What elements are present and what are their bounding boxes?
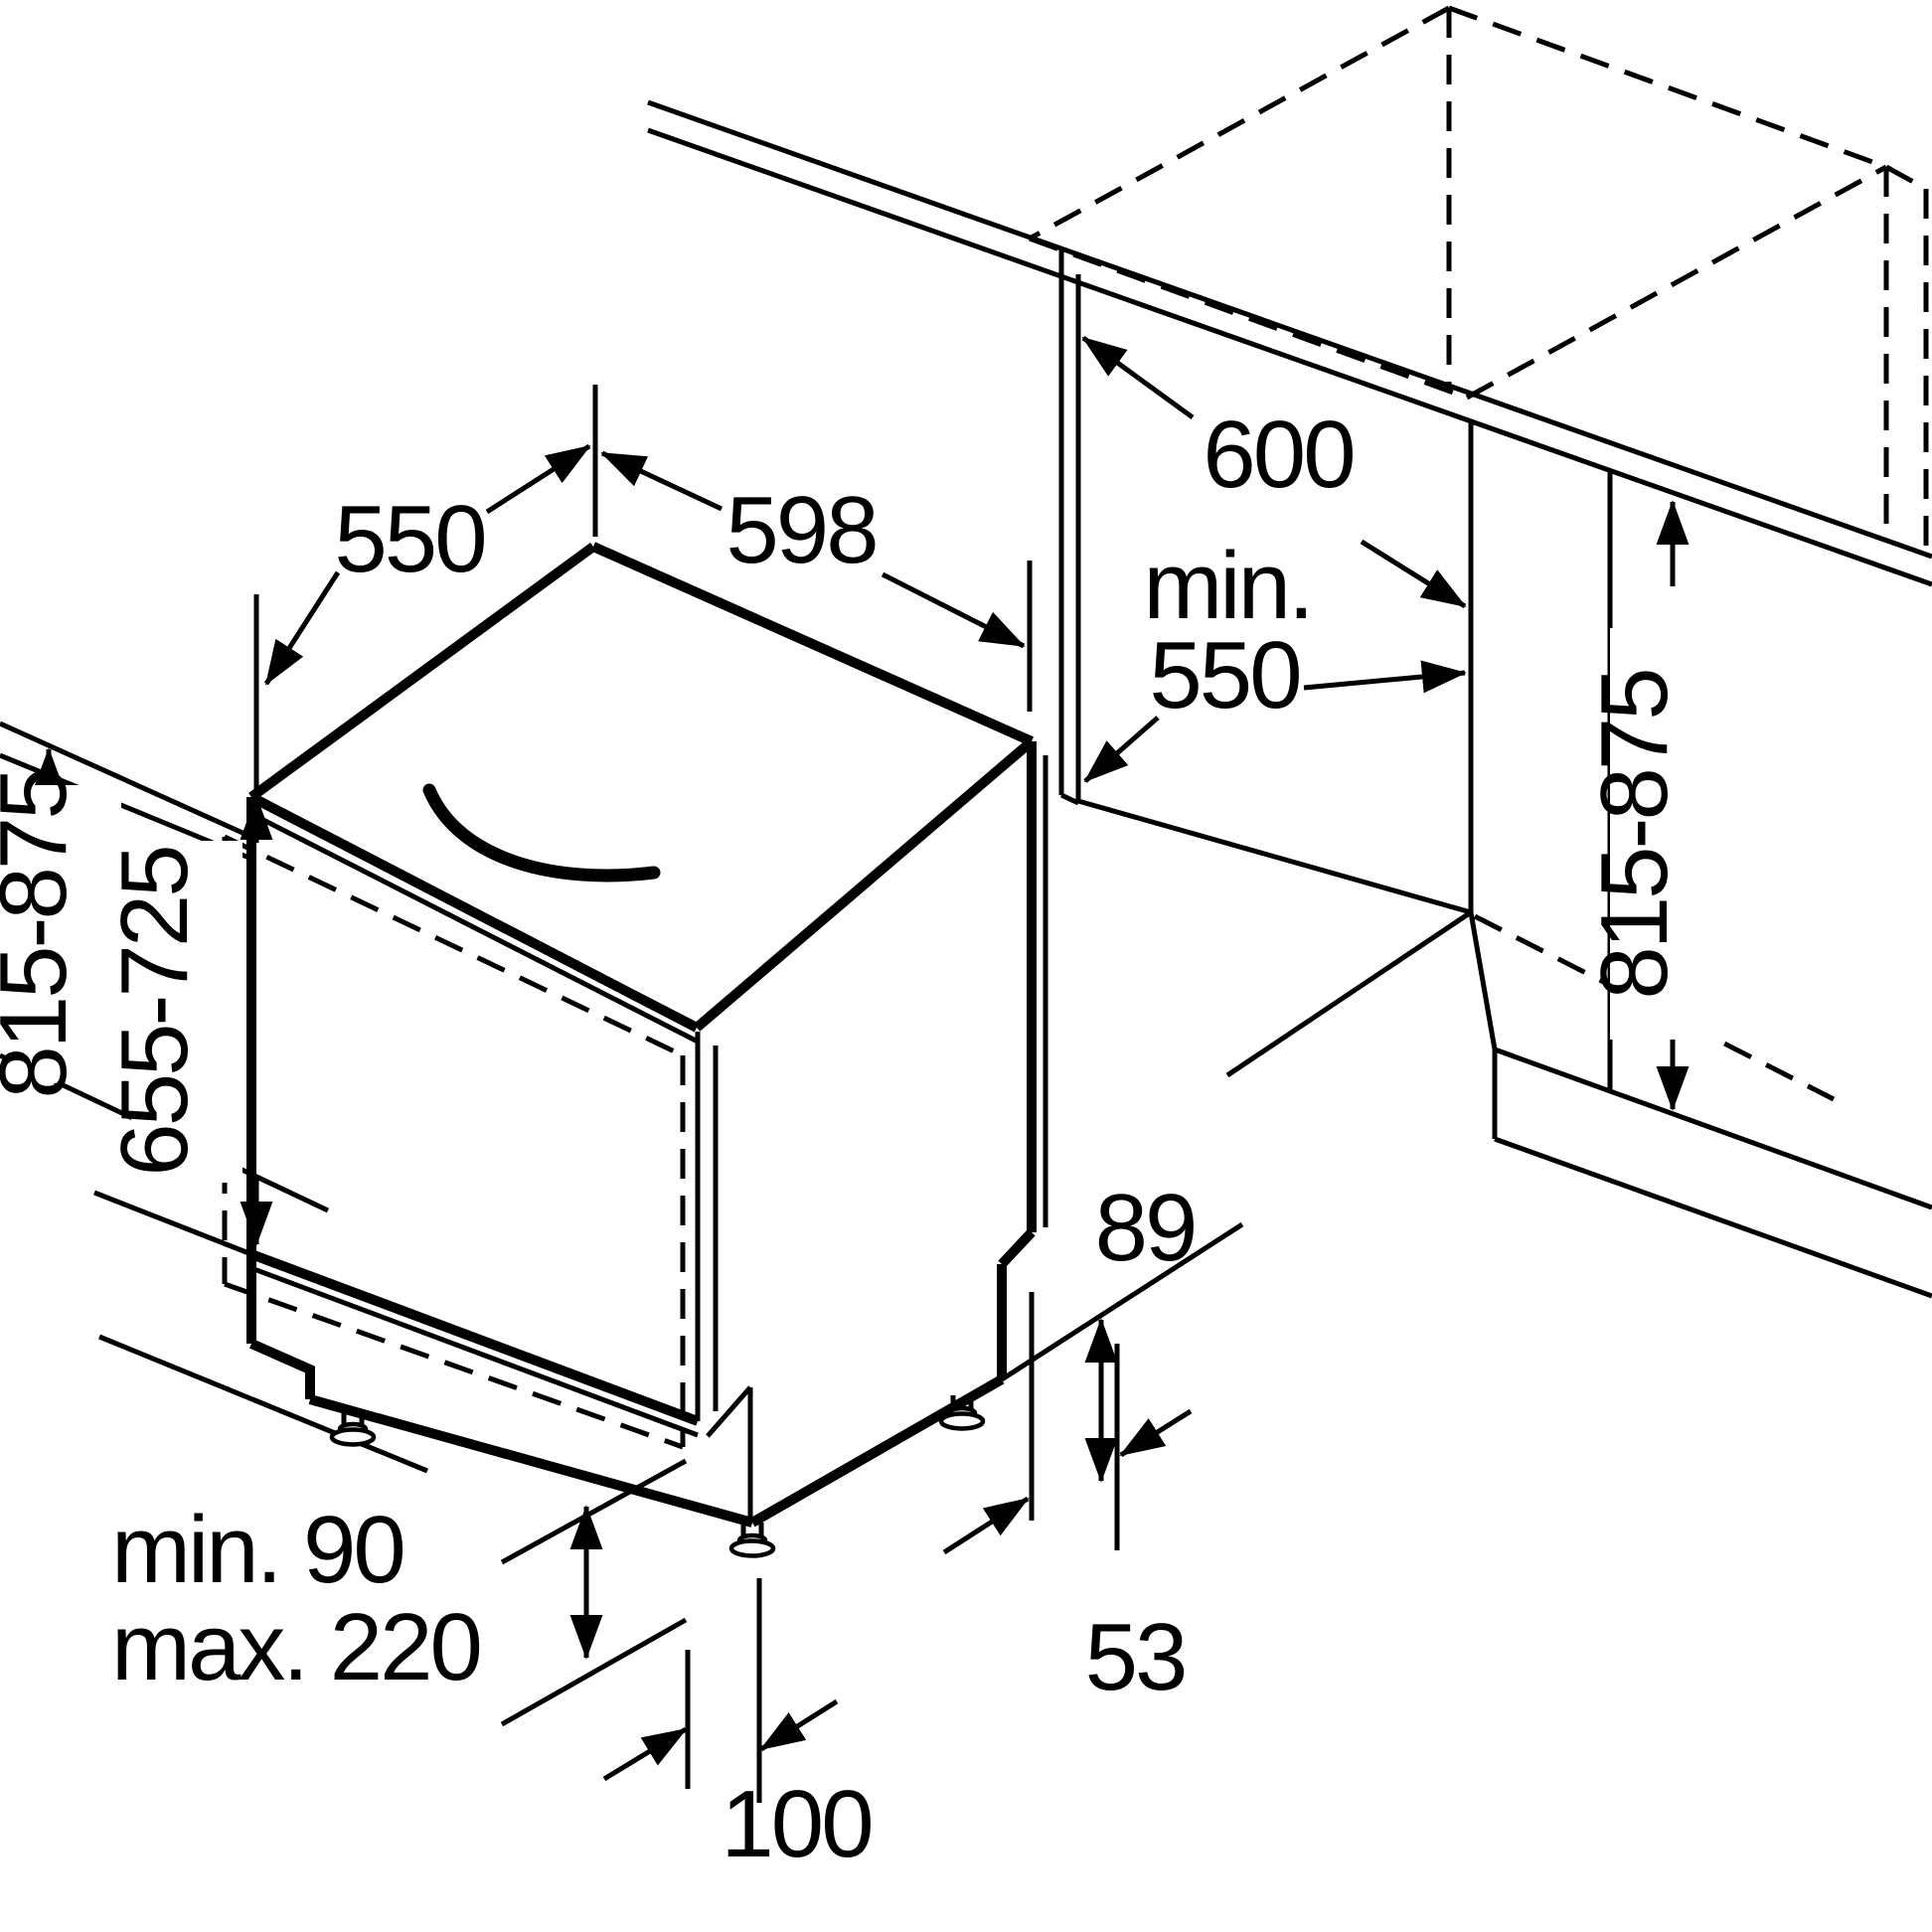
label-mask: [10, 785, 121, 1083]
countertop-front-edge: [647, 99, 1932, 560]
plinth-step: [248, 1339, 315, 1399]
arrow-598-left: [600, 450, 724, 512]
cabinet-back-right-edge-dashed: [1465, 164, 1888, 401]
arrow-min550-left: [1083, 716, 1160, 783]
label-niche-height: 815-875: [1581, 670, 1688, 999]
dimension-labels: 550 598 600 min. 550 815-875 655-725 815…: [0, 402, 1688, 1877]
adjustable-foot-front-left: [329, 1411, 377, 1447]
arrow-53-right: [1119, 1408, 1193, 1458]
label-depth-550: 550: [334, 486, 484, 592]
foot-disc-large: [728, 1538, 776, 1558]
arrow-598-right: [881, 571, 1026, 649]
top-front-right-edge: [693, 737, 1036, 1032]
label-width-598: 598: [725, 477, 876, 583]
arrow-600-right: [1360, 539, 1467, 609]
furniture-door-bottom-dashed: [224, 1281, 684, 1450]
back-right-edge-jog: [998, 1228, 1036, 1268]
adjustable-foot-front: [728, 1523, 776, 1558]
cabinet-top-right-edge-dashed: [1448, 5, 1887, 170]
arrow-53-left: [942, 1496, 1030, 1555]
countertop-underside-edge: [647, 127, 1932, 587]
floor-line-under-feet: [98, 1334, 428, 1474]
door-bottom-extension-ref: [93, 1190, 252, 1257]
arrow-550-left: [263, 570, 341, 686]
base-reference-extension: [1000, 1221, 1244, 1382]
label-plinth-max: max. 220: [111, 1594, 480, 1700]
top-right-edge: [590, 542, 1035, 746]
label-mask: [131, 841, 242, 1183]
arrow-600-left: [1081, 335, 1195, 420]
ref-plinth-floor: [500, 1617, 688, 1727]
arrow-min550-right: [1303, 660, 1467, 694]
label-appliance-height: 815-875: [0, 769, 86, 1098]
base-right-edge: [749, 1374, 1005, 1528]
door-handle-arc: [422, 783, 661, 883]
foot-disc-large: [329, 1427, 377, 1447]
label-mask: [1610, 628, 1723, 1040]
side-panel-bottom-diagonal: [706, 1385, 752, 1438]
arrow-100-right: [759, 1698, 839, 1752]
cabinet-right-depth-edge-dashed: [1884, 164, 1928, 192]
door-top-edge: [259, 816, 700, 1045]
upper-cabinet-outline: [1028, 5, 1929, 553]
right-panel-back-bottom-edge: [1468, 911, 1498, 1050]
door-bottom-edge: [249, 1249, 700, 1426]
counter-left-edge-1: [0, 721, 253, 840]
label-rear-adjust-89: 89: [1095, 1175, 1196, 1281]
furniture-door-top-dashed: [223, 834, 685, 1058]
right-panel-bottom-edge-1: [1494, 1046, 1932, 1210]
base-front-edge: [308, 1394, 754, 1528]
arrow-550-right: [485, 443, 591, 515]
dimension-arrows: [32, 335, 1690, 1782]
label-door-height: 655-725: [101, 847, 208, 1176]
left-panel-bottom-edge: [1059, 792, 1080, 806]
top-front-left-edge: [248, 792, 700, 1033]
foot-disc-large: [938, 1411, 986, 1431]
cabinet-top-left-edge-dashed: [1028, 5, 1451, 242]
label-plinth-min: min. 90: [111, 1497, 403, 1603]
right-panel-bottom-edge-2: [1494, 1136, 1932, 1299]
label-niche-depth-550: 550: [1149, 622, 1299, 728]
dishwasher-unit: [93, 542, 1244, 1558]
arrow-100-left: [602, 1726, 688, 1782]
label-niche-depth-min: min.: [1143, 533, 1311, 639]
label-foot-offset-100: 100: [721, 1771, 871, 1877]
label-rear-offset-53: 53: [1085, 1604, 1186, 1710]
door-bottom-edge-2: [250, 1265, 699, 1438]
niche-floor-front-edge: [1225, 909, 1473, 1078]
top-left-edge: [248, 542, 596, 802]
cabinet-back-left-edge-dashed: [1029, 236, 1468, 401]
label-counter-depth-600: 600: [1203, 402, 1353, 508]
adjustable-foot-rear: [938, 1395, 986, 1431]
niche-floor-back-edge: [1077, 798, 1472, 915]
